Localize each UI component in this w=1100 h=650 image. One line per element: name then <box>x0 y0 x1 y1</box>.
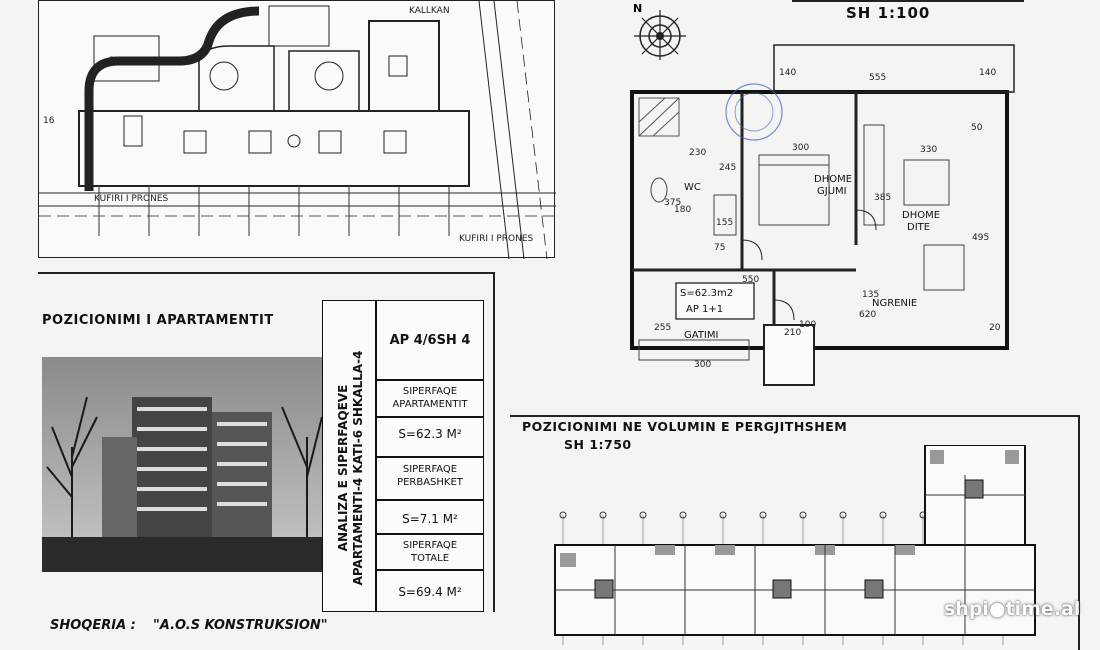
total-area-label: SIPERFAQE TOTALE <box>377 539 483 565</box>
area-stamp-value: S=62.3m2 <box>680 288 733 299</box>
site-plan-drawing: 3K 16 KALLKAN KUFIRI I PRONES KUFIRI I P… <box>39 1 556 259</box>
volume-scale: SH 1:750 <box>564 437 632 452</box>
apartment-area-label-1: SIPERFAQE <box>402 386 458 397</box>
area-analysis-table: ANALIZA E SIPERFAQEVE APARTAMENTI-4 KATI… <box>322 300 484 612</box>
dim-495: 495 <box>972 233 989 243</box>
site-plan: 3K 16 KALLKAN KUFIRI I PRONES KUFIRI I P… <box>38 0 556 259</box>
dim-100: 100 <box>799 320 816 330</box>
floor-plan-drawing: S=62.3m2 AP 1+1 WC DHOME GJUMI DHOME DIT… <box>630 44 1015 386</box>
dim-180: 180 <box>674 205 691 215</box>
room-label-kitchen: GATIMI <box>684 330 718 341</box>
total-area-value: S=69.4 M² <box>398 585 462 599</box>
room-label-wc: WC <box>684 182 701 193</box>
table-vertical-title: ANALIZA E SIPERFAQEVE <box>336 384 350 552</box>
site-street-label: KALLKAN <box>409 6 450 16</box>
total-area-label-1: SIPERFAQE <box>402 540 458 551</box>
dim-210: 210 <box>784 328 801 338</box>
location-heading: POZICIONIMI I APARTAMENTIT <box>42 313 274 328</box>
compass-north-letter: N <box>633 2 642 15</box>
room-label-living-2: DITE <box>907 222 930 233</box>
common-area-label-2: PERBASHKET <box>397 477 463 488</box>
dim-385: 385 <box>874 193 891 203</box>
north-compass: N <box>633 2 686 60</box>
apartment-area-label: SIPERFAQE APARTAMENTIT <box>377 385 483 411</box>
volume-heading: POZICIONIMI NE VOLUMIN E PERGJITHSHEM <box>522 419 848 434</box>
site-boundary-label-bottom: KUFIRI I PRONES <box>459 234 534 244</box>
volume-floor-plan <box>554 445 1036 645</box>
dim-50: 50 <box>971 123 983 133</box>
dim-300b: 300 <box>694 360 711 370</box>
room-label-living: DHOME <box>902 210 940 221</box>
dim-300a: 300 <box>792 143 809 153</box>
total-area-label-2: TOTALE <box>410 553 450 564</box>
dim-75: 75 <box>714 243 725 253</box>
dim-top-right: 140 <box>979 68 996 78</box>
dim-550: 550 <box>742 275 759 285</box>
common-area-label-1: SIPERFAQE <box>402 464 458 475</box>
site-block-label: 3K <box>109 56 122 66</box>
dim-230: 230 <box>689 148 706 158</box>
dim-255: 255 <box>654 323 671 333</box>
table-vertical-subtitle: APARTAMENTI-4 KATI-6 SHKALLA-4 <box>351 350 365 586</box>
watermark: shpi●time.al <box>944 598 1081 620</box>
floor-plan-scale: SH 1:100 <box>846 4 931 22</box>
dim-620: 620 <box>859 310 876 320</box>
site-number-label: 16 <box>43 116 55 126</box>
dim-135: 135 <box>862 290 879 300</box>
room-label-dining: NGRENIE <box>872 298 917 309</box>
dim-top-left: 140 <box>779 68 796 78</box>
dim-top-total: 555 <box>869 73 886 83</box>
dim-330: 330 <box>920 145 937 155</box>
apartment-area-value: S=62.3 M² <box>398 427 462 441</box>
dim-155: 155 <box>716 218 733 228</box>
dim-245: 245 <box>719 163 736 173</box>
dim-20: 20 <box>989 323 1001 333</box>
apartment-code: AP 4/6SH 4 <box>389 333 471 348</box>
floor-plan: SH 1:100 S=62.3 <box>624 0 1024 392</box>
common-area-value: S=7.1 M² <box>402 512 458 526</box>
company-name: "A.O.S KONSTRUKSION" <box>153 618 328 633</box>
apartment-area-label-2: APARTAMENTIT <box>392 399 468 410</box>
company-label: SHOQERIA : <box>50 618 136 633</box>
building-photo <box>42 357 322 572</box>
site-boundary-label-top: KUFIRI I PRONES <box>94 194 169 204</box>
apartment-type: AP 1+1 <box>686 304 723 315</box>
dim-375: 375 <box>664 198 681 208</box>
room-label-bedroom: DHOME <box>814 174 852 185</box>
room-label-bedroom-2: GJUMI <box>817 186 847 197</box>
common-area-label: SIPERFAQE PERBASHKET <box>377 463 483 489</box>
